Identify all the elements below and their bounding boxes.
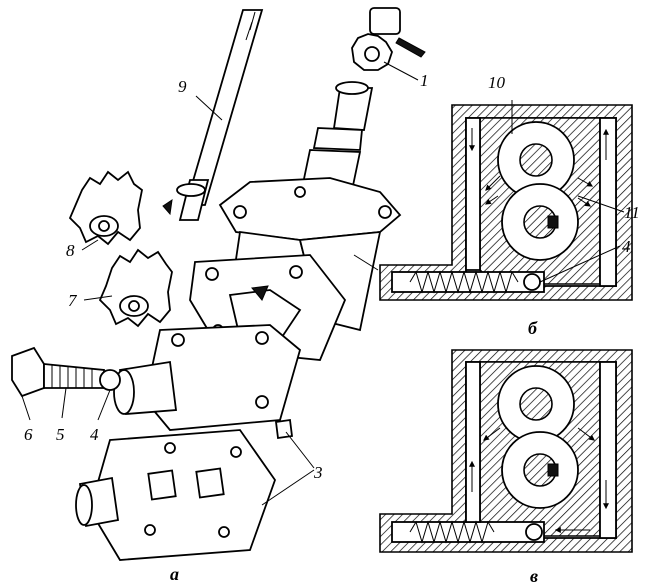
section-view-v: в — [379, 349, 633, 586]
caption-v: в — [530, 566, 538, 586]
label-9: 9 — [178, 77, 187, 96]
gear-8 — [68, 170, 143, 246]
shaft-9 — [162, 9, 264, 221]
label-3: 3 — [313, 463, 323, 482]
section-view-b: 10 11 4 б — [379, 73, 640, 338]
label-1: 1 — [420, 71, 429, 90]
leaders-a — [21, 61, 419, 506]
label-8: 8 — [66, 241, 75, 260]
label-4b: 4 — [622, 237, 631, 256]
gear-7 — [98, 248, 173, 328]
valve-parts — [11, 346, 121, 398]
exploded-view: 1 9 2 3 8 7 6 5 4 а — [11, 7, 429, 584]
body-cover-3 — [75, 324, 302, 561]
caption-b: б — [528, 318, 538, 338]
caption-a: а — [170, 564, 179, 584]
label-6: 6 — [24, 425, 33, 444]
label-10: 10 — [488, 73, 506, 92]
label-11: 11 — [624, 203, 640, 222]
label-4a: 4 — [90, 425, 99, 444]
drive-gear-1 — [351, 7, 426, 71]
label-5: 5 — [56, 425, 65, 444]
label-7: 7 — [68, 291, 78, 310]
